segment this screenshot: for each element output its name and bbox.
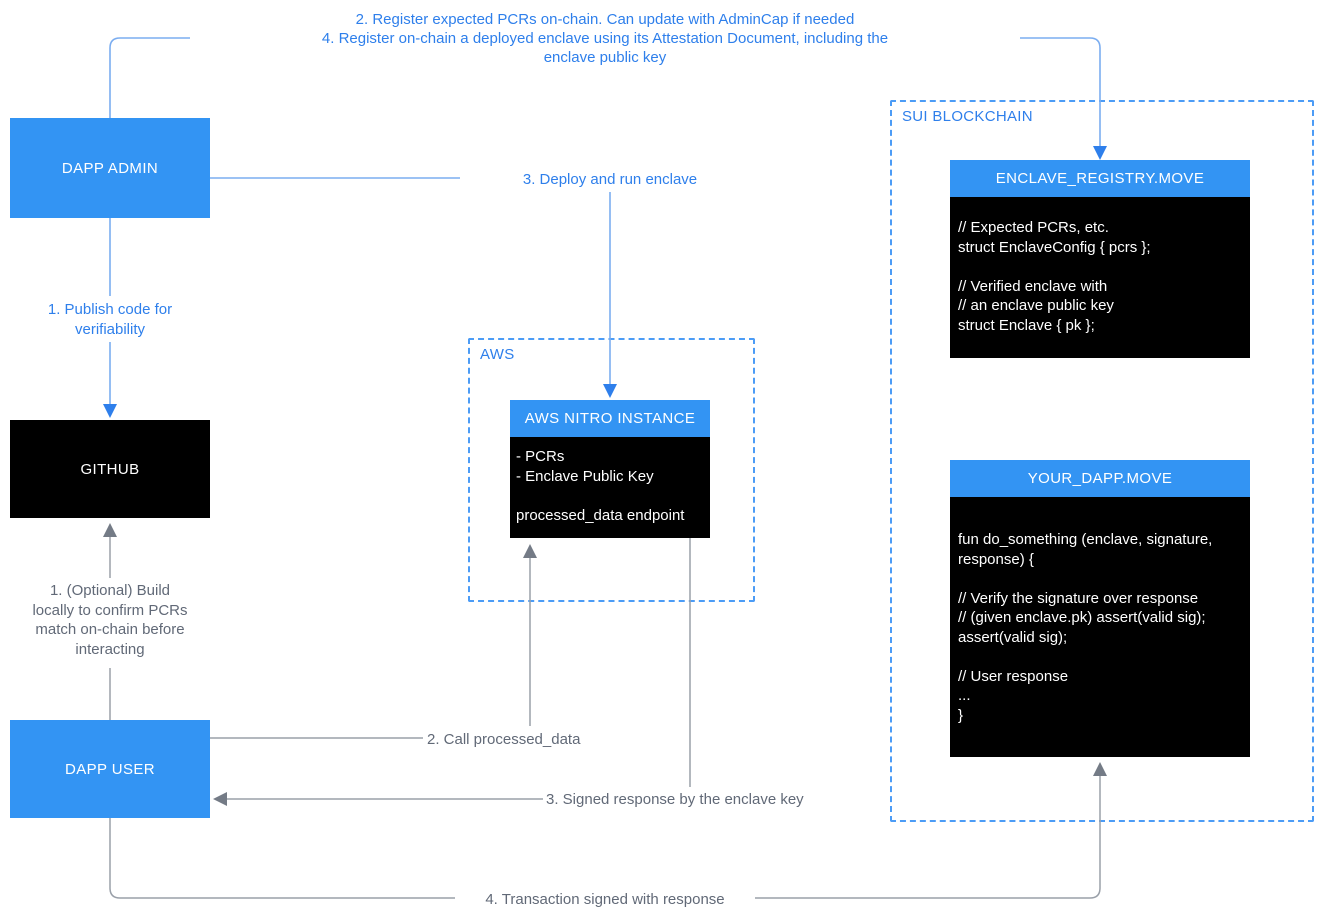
aws-nitro-instance-body: - PCRs - Enclave Public Key processed_da… (510, 437, 710, 538)
your-dapp-title: YOUR_DAPP.MOVE (950, 460, 1250, 497)
arrowhead-publish-down-icon (103, 404, 117, 418)
dapp-admin-label: DAPP ADMIN (61, 159, 159, 177)
aws-group-box: AWS (468, 338, 755, 602)
aws-group-label: AWS (480, 346, 515, 363)
dapp-user-node: DAPP USER (10, 720, 210, 818)
register-note-label: 2. Register expected PCRs on-chain. Can … (190, 10, 1020, 67)
enclave-registry-title: ENCLAVE_REGISTRY.MOVE (950, 160, 1250, 197)
publish-code-label: 1. Publish code for verifiability (10, 300, 210, 339)
arrowhead-signed-left-icon (213, 792, 227, 806)
arrowhead-optional-up-icon (103, 523, 117, 537)
transaction-signed-label: 4. Transaction signed with response (455, 890, 755, 910)
aws-nitro-instance-title: AWS NITRO INSTANCE (510, 400, 710, 437)
dapp-admin-node: DAPP ADMIN (10, 118, 210, 218)
github-node: GITHUB (10, 420, 210, 518)
edge-transaction-left (109, 818, 462, 899)
aws-nitro-instance-node: AWS NITRO INSTANCE - PCRs - Enclave Publ… (510, 400, 710, 538)
optional-build-label: 1. (Optional) Build locally to confirm P… (5, 581, 215, 659)
call-processed-data-label: 2. Call processed_data (427, 730, 581, 750)
dapp-user-label: DAPP USER (64, 760, 156, 778)
signed-response-label: 3. Signed response by the enclave key (546, 790, 804, 810)
enclave-registry-node: ENCLAVE_REGISTRY.MOVE // Expected PCRs, … (950, 160, 1250, 358)
your-dapp-body: fun do_something (enclave, signature, re… (950, 497, 1250, 757)
enclave-registry-body: // Expected PCRs, etc. struct EnclaveCon… (950, 197, 1250, 358)
your-dapp-node: YOUR_DAPP.MOVE fun do_something (enclave… (950, 460, 1250, 757)
deploy-enclave-label: 3. Deploy and run enclave (460, 170, 760, 190)
sui-blockchain-group-label: SUI BLOCKCHAIN (902, 108, 1033, 125)
github-label: GITHUB (80, 460, 140, 478)
